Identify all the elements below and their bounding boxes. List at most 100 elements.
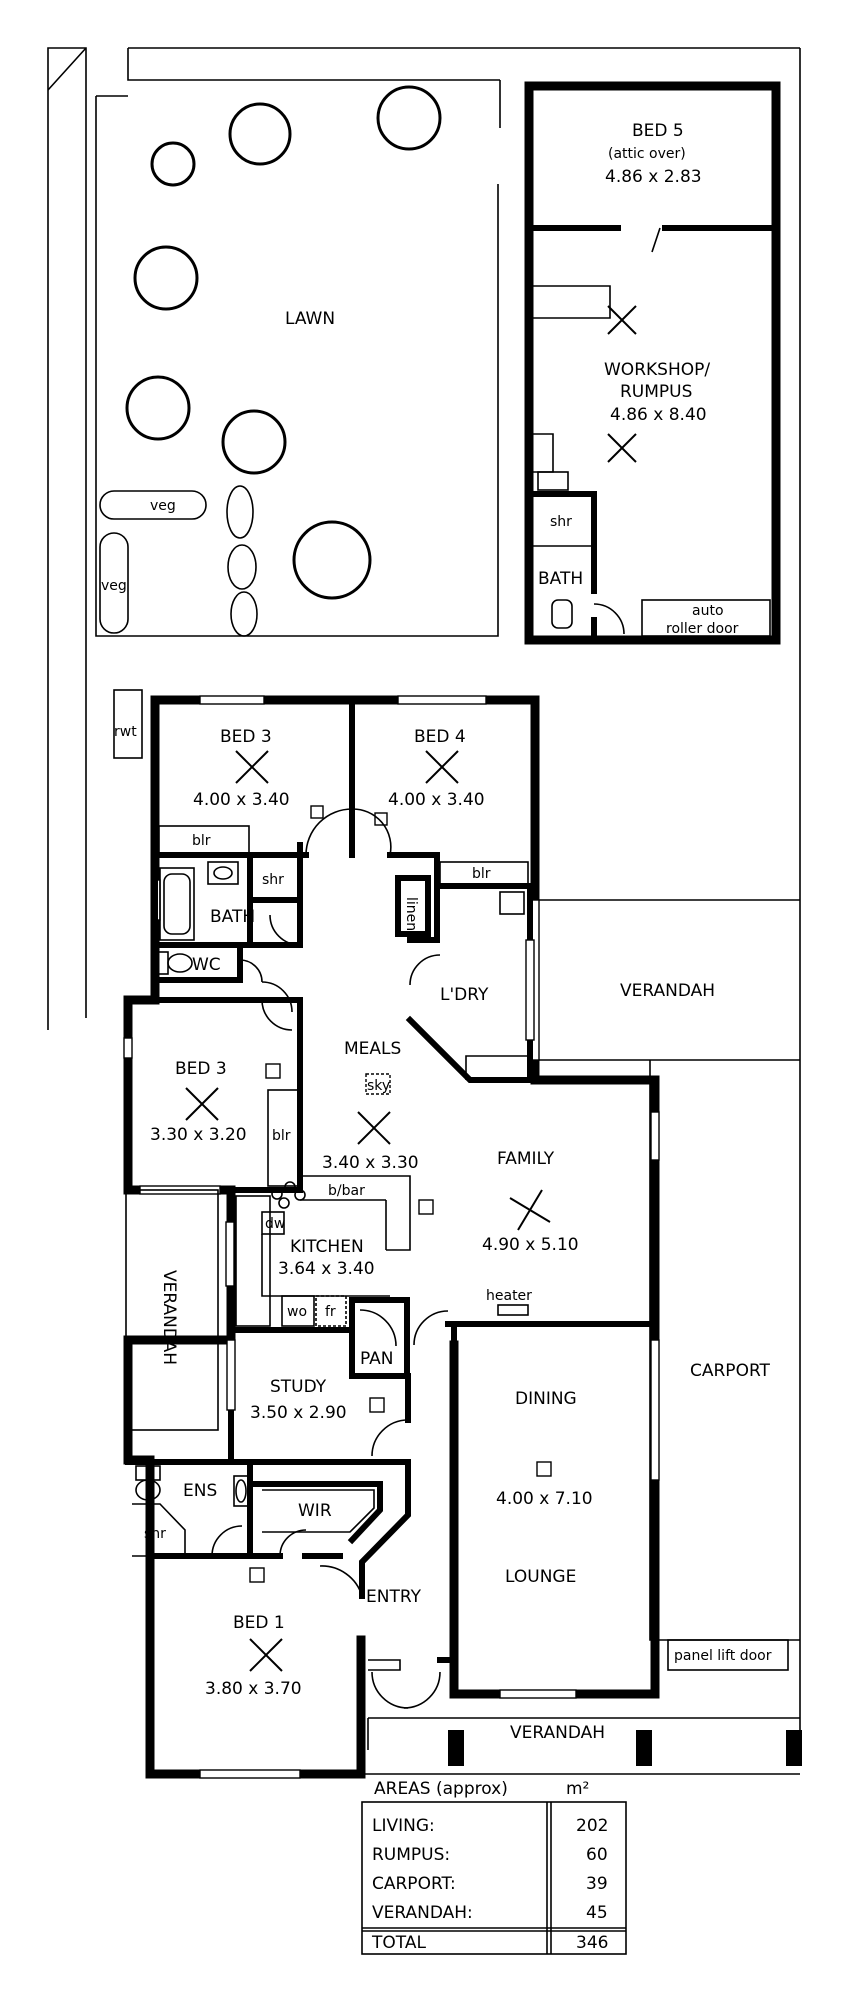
- ceiling-fan-icon: [607, 305, 637, 335]
- light-icon: [374, 812, 388, 826]
- areas-table: AREAS (approx) m² LIVING: 202 RUMPUS: 60…: [361, 1779, 627, 1955]
- laundry: linen L'DRY: [395, 875, 535, 1083]
- study-name: STUDY: [270, 1377, 327, 1397]
- entry-label: ENTRY: [366, 1587, 422, 1607]
- area-label: RUMPUS:: [372, 1845, 450, 1865]
- wir-label: WIR: [298, 1501, 332, 1521]
- workshop-line2: RUMPUS: [620, 382, 692, 402]
- windows: [123, 695, 660, 1779]
- meals-name: MEALS: [344, 1039, 401, 1059]
- skylight-icon: [365, 1073, 391, 1095]
- ceiling-fan-icon: [607, 433, 637, 463]
- wc-label: WC: [192, 955, 221, 975]
- tree-icon: [133, 245, 199, 311]
- bed3b-size: 3.30 x 3.20: [150, 1125, 247, 1145]
- kitchen-dw: dw: [265, 1216, 285, 1232]
- site-boundary: [47, 47, 801, 1750]
- bed4-name: BED 4: [414, 727, 466, 747]
- areas-unit: m²: [566, 1779, 589, 1799]
- carport-label: CARPORT: [690, 1361, 771, 1381]
- area-value: 60: [586, 1845, 608, 1865]
- wet-area: shr BATH WC: [152, 842, 303, 1013]
- blr-label: blr: [192, 833, 211, 849]
- kitchen-wo: wo: [287, 1304, 307, 1320]
- pantry: PAN heater: [349, 1288, 658, 1379]
- veg-label: veg: [150, 498, 176, 514]
- kitchen: b/bar dw KITCHEN 3.64 x 3.40 wo fr: [225, 1175, 411, 1333]
- ceiling-fan-icon: [249, 1638, 283, 1672]
- family-name: FAMILY: [497, 1149, 555, 1169]
- study-size: 3.50 x 2.90: [250, 1403, 347, 1423]
- bed3a-size: 4.00 x 3.40: [193, 790, 290, 810]
- lounge-name: LOUNGE: [505, 1567, 576, 1587]
- light-icon: [536, 1461, 552, 1477]
- area-label: CARPORT:: [372, 1874, 456, 1894]
- ceiling-fan-icon: [425, 750, 459, 784]
- stepping-stone: [226, 485, 254, 539]
- ceiling-fan-icon: [185, 1087, 219, 1121]
- tree-icon: [292, 520, 372, 600]
- stepping-stone: [227, 544, 257, 590]
- light-icon: [249, 1567, 265, 1583]
- dining-lounge: DINING 4.00 x 7.10 LOUNGE: [451, 1321, 593, 1587]
- kitchen-bbar: b/bar: [328, 1183, 365, 1199]
- tree-icon: [228, 102, 292, 166]
- tree-icon: [221, 409, 287, 475]
- ceiling-fan-icon: [509, 1189, 551, 1231]
- bed3b: blr BED 3 3.30 x 3.20: [125, 997, 303, 1195]
- veg-bed: [99, 490, 207, 520]
- outbuilding: BED 5 (attic over) 4.86 x 2.83 WORKSHOP/…: [524, 81, 781, 645]
- roller-door-line1: auto: [692, 603, 724, 619]
- stepping-stone: [230, 591, 258, 637]
- blr-label: blr: [472, 866, 491, 882]
- roller-door-line2: roller door: [666, 621, 739, 637]
- light-icon: [265, 1063, 281, 1079]
- heater-label: heater: [486, 1288, 532, 1304]
- kitchen-name: KITCHEN: [290, 1237, 364, 1257]
- light-icon: [310, 805, 324, 819]
- linen-label: linen: [403, 897, 419, 931]
- area-value: 39: [586, 1874, 608, 1894]
- outbuilding-shr: shr: [550, 514, 572, 530]
- meals-size: 3.40 x 3.30: [322, 1153, 419, 1173]
- ldry-label: L'DRY: [440, 985, 489, 1005]
- area-value: 202: [576, 1816, 608, 1836]
- lawn-label: LAWN: [285, 309, 335, 329]
- area-label: LIVING:: [372, 1816, 435, 1836]
- lawn-area: LAWN veg veg: [95, 85, 499, 637]
- area-label: VERANDAH:: [372, 1903, 473, 1923]
- verandah-front-label: VERANDAH: [510, 1723, 605, 1743]
- verandah-west-label: VERANDAH: [159, 1270, 179, 1365]
- area-total-value: 346: [576, 1933, 608, 1953]
- bath-label: BATH: [210, 907, 255, 927]
- bedroom-wing: blr BED 3 4.00 x 3.40 BED 4 4.00 x 3.40 …: [152, 697, 533, 889]
- veg-label: veg: [101, 578, 127, 594]
- areas-title: AREAS (approx): [374, 1779, 508, 1799]
- bed5-note: (attic over): [608, 146, 686, 162]
- family-size: 4.90 x 5.10: [482, 1235, 579, 1255]
- veg-bed: [99, 532, 129, 634]
- kitchen-fr: fr: [325, 1304, 336, 1320]
- pan-label: PAN: [360, 1349, 394, 1369]
- bed4-size: 4.00 x 3.40: [388, 790, 485, 810]
- area-total-label: TOTAL: [371, 1933, 426, 1953]
- bed1-size: 3.80 x 3.70: [205, 1679, 302, 1699]
- panel-lift-door-label: panel lift door: [674, 1648, 772, 1664]
- bed3b-name: BED 3: [175, 1059, 227, 1079]
- workshop-line1: WORKSHOP/: [604, 360, 710, 380]
- bed3a-name: BED 3: [220, 727, 272, 747]
- bed1-name: BED 1: [233, 1613, 285, 1633]
- bed5-size: 4.86 x 2.83: [605, 167, 702, 187]
- walk-in-robe: WIR: [253, 1459, 411, 1599]
- dining-size: 4.00 x 7.10: [496, 1489, 593, 1509]
- tree-icon: [125, 375, 191, 441]
- living-area: MEALS sky 3.40 x 3.30 FAMILY 4.90 x 5.10: [322, 1039, 579, 1255]
- area-value: 45: [586, 1903, 608, 1923]
- ens-shr-label: shr: [144, 1526, 166, 1542]
- blr-label: blr: [272, 1128, 291, 1144]
- bed5-name: BED 5: [632, 121, 684, 141]
- light-icon: [369, 1397, 385, 1413]
- shr-label: shr: [262, 872, 284, 888]
- ens-label: ENS: [183, 1481, 217, 1501]
